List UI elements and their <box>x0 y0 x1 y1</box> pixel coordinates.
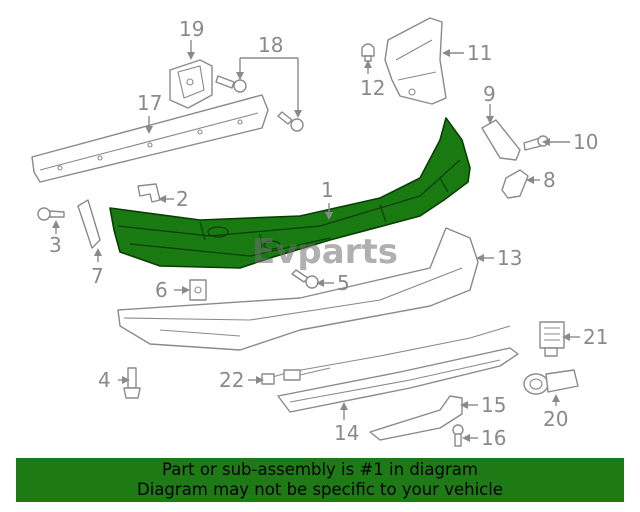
callout-3[interactable]: 3 <box>49 233 62 257</box>
callout-14[interactable]: 14 <box>334 421 359 445</box>
callout-16[interactable]: 16 <box>481 426 506 450</box>
part-7-side-strip[interactable] <box>77 199 101 249</box>
callout-12[interactable]: 12 <box>360 76 385 100</box>
part-5-bolt[interactable] <box>291 269 319 289</box>
part-11-side-bracket[interactable] <box>384 17 447 105</box>
callout-2[interactable]: 2 <box>176 187 189 211</box>
banner-line-2: Diagram may not be specific to your vehi… <box>137 480 503 499</box>
part-4-bolt[interactable] <box>123 367 141 399</box>
watermark-text: Evparts <box>252 232 398 272</box>
part-6-nut-clip[interactable] <box>189 279 207 301</box>
part-3-bolt[interactable] <box>37 207 65 221</box>
callout-1[interactable]: 1 <box>321 178 334 202</box>
part-21-sensor-bracket[interactable] <box>539 321 565 357</box>
part-2-clip[interactable] <box>137 183 161 203</box>
part-14-lower-valance[interactable] <box>277 347 519 413</box>
part-1-energy-absorber[interactable] <box>109 117 471 269</box>
callout-13[interactable]: 13 <box>497 246 522 270</box>
callout-11[interactable]: 11 <box>467 41 492 65</box>
part-22-wiring-harness[interactable] <box>261 325 511 385</box>
part-12-clip[interactable] <box>361 43 375 62</box>
part-19-bracket[interactable] <box>169 59 213 109</box>
callout-10[interactable]: 10 <box>573 130 598 154</box>
callout-18[interactable]: 18 <box>258 33 283 57</box>
callout-numbers: 1 2 3 4 5 6 7 8 9 10 11 12 13 14 15 16 1… <box>49 17 608 450</box>
callout-4[interactable]: 4 <box>98 368 111 392</box>
part-15-skid-plate[interactable] <box>369 395 463 441</box>
callout-15[interactable]: 15 <box>481 393 506 417</box>
callout-20[interactable]: 20 <box>543 407 568 431</box>
info-banner: Part or sub-assembly is #1 in diagram Di… <box>16 458 624 502</box>
callout-9[interactable]: 9 <box>483 82 496 106</box>
callout-17[interactable]: 17 <box>137 91 162 115</box>
callout-7[interactable]: 7 <box>91 264 104 288</box>
part-17-crossmember[interactable] <box>31 94 269 183</box>
part-18-bolts[interactable] <box>215 75 304 132</box>
leader-lines <box>52 40 580 442</box>
callout-8[interactable]: 8 <box>543 168 556 192</box>
part-13-bumper-cover[interactable] <box>117 227 479 351</box>
callout-22[interactable]: 22 <box>219 368 244 392</box>
part-9-bracket[interactable] <box>481 119 521 161</box>
banner-line-1: Part or sub-assembly is #1 in diagram <box>162 460 478 479</box>
callout-6[interactable]: 6 <box>155 278 168 302</box>
callout-5[interactable]: 5 <box>337 271 350 295</box>
part-10-bolt[interactable] <box>523 135 549 151</box>
part-8-bracket[interactable] <box>501 169 529 199</box>
callout-21[interactable]: 21 <box>583 325 608 349</box>
part-20-parking-sensor[interactable] <box>523 369 579 395</box>
callout-19[interactable]: 19 <box>179 17 204 41</box>
part-16-screw[interactable] <box>452 424 464 447</box>
